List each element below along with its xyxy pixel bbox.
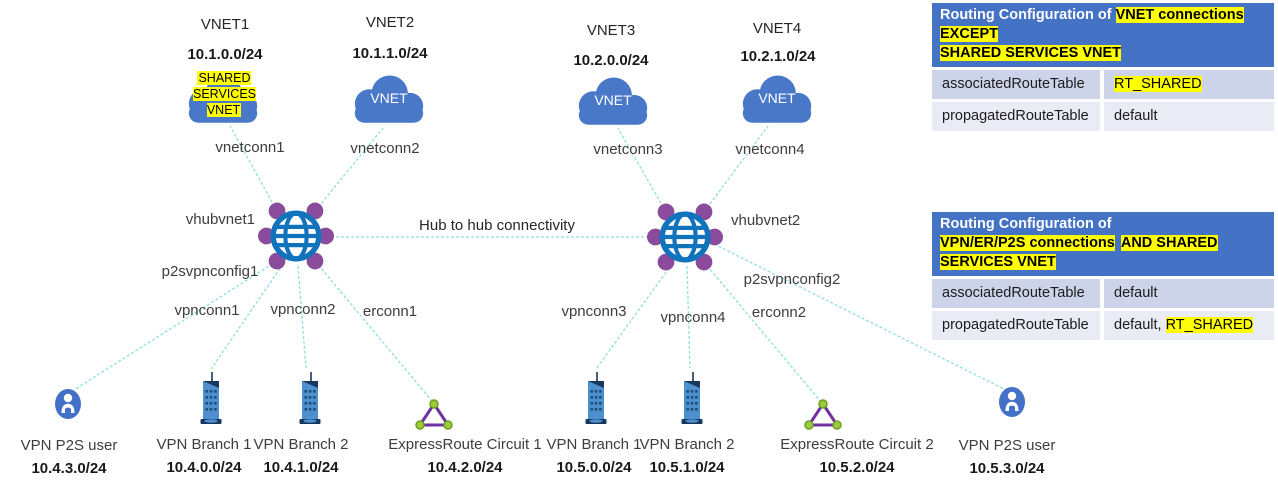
hub1-p2s-config-label: p2svpnconfig1 bbox=[161, 263, 259, 280]
hub1-vpnconn1-label: vpnconn1 bbox=[174, 302, 240, 319]
table-row: propagatedRouteTable default bbox=[932, 102, 1274, 131]
cell-value: default bbox=[1104, 279, 1274, 308]
vnet3-conn-label: vnetconn3 bbox=[593, 141, 663, 158]
cell-key: associatedRouteTable bbox=[932, 70, 1100, 99]
routing-table-header: Routing Configuration of VNET connection… bbox=[932, 3, 1274, 67]
endpoint-subnet: 10.4.3.0/24 bbox=[31, 460, 107, 477]
expressroute-circuit-icon bbox=[415, 399, 453, 431]
hub2-label: vhubvnet2 bbox=[731, 212, 801, 229]
vpn-branch-icon bbox=[677, 369, 707, 429]
hub2-vpnconn3-label: vpnconn3 bbox=[561, 303, 627, 320]
endpoint-label: VPN Branch 2 bbox=[253, 436, 349, 453]
vnet1-title: VNET1 bbox=[200, 16, 250, 33]
table-row: associatedRouteTable RT_SHARED bbox=[932, 70, 1274, 99]
table-row: propagatedRouteTable default, RT_SHARED bbox=[932, 311, 1274, 340]
cell-value: default bbox=[1104, 102, 1274, 131]
endpoint-subnet: 10.5.0.0/24 bbox=[556, 459, 632, 476]
endpoint-label: VPN P2S user bbox=[20, 437, 118, 454]
endpoint-subnet: 10.4.2.0/24 bbox=[427, 459, 503, 476]
vnet4-conn-label: vnetconn4 bbox=[735, 141, 805, 158]
vnet2-title: VNET2 bbox=[365, 14, 415, 31]
vnet3-cloud-icon: VNET bbox=[573, 72, 653, 128]
vpn-branch-icon bbox=[581, 369, 611, 429]
vnet2-cloud-text: VNET bbox=[370, 90, 408, 106]
endpoint-label: ExpressRoute Circuit 2 bbox=[780, 436, 934, 453]
endpoint-subnet: 10.5.3.0/24 bbox=[969, 460, 1045, 477]
endpoint-subnet: 10.5.1.0/24 bbox=[649, 459, 725, 476]
vnet4-subnet: 10.2.1.0/24 bbox=[740, 48, 816, 65]
shared-services-vnet-label: SHARED SERVICES VNET bbox=[193, 71, 256, 117]
vnet1-subnet: 10.1.0.0/24 bbox=[187, 46, 263, 63]
endpoint-subnet: 10.4.1.0/24 bbox=[263, 459, 339, 476]
vnet3-title: VNET3 bbox=[586, 22, 636, 39]
vnet4-title: VNET4 bbox=[752, 20, 802, 37]
hub1-erconn-label: erconn1 bbox=[362, 303, 418, 320]
vnet2-cloud-icon: VNET bbox=[349, 70, 429, 126]
vpn-p2s-user-icon bbox=[998, 386, 1026, 418]
hub1-label: vhubvnet1 bbox=[185, 211, 255, 228]
endpoint-label: VPN Branch 1 bbox=[546, 436, 642, 453]
hub2-erconn-label: erconn2 bbox=[751, 304, 807, 321]
table-title-highlight: VPN/ER/P2S connections bbox=[940, 235, 1115, 251]
cell-key: associatedRouteTable bbox=[932, 279, 1100, 308]
value-highlight: RT_SHARED bbox=[1165, 317, 1254, 333]
vnet3-cloud-text: VNET bbox=[594, 92, 632, 108]
vpn-p2s-user-icon bbox=[54, 388, 82, 420]
vnet2-subnet: 10.1.1.0/24 bbox=[352, 45, 428, 62]
hub1-vpnconn2-label: vpnconn2 bbox=[270, 301, 336, 318]
cell-key: propagatedRouteTable bbox=[932, 102, 1100, 131]
endpoint-label: VPN Branch 1 bbox=[156, 436, 252, 453]
endpoint-label: VPN P2S user bbox=[958, 437, 1056, 454]
vnet2-conn-label: vnetconn2 bbox=[350, 140, 420, 157]
vnet4-cloud-text: VNET bbox=[758, 90, 796, 106]
hub2-vpnconn4-label: vpnconn4 bbox=[660, 309, 726, 326]
cell-value: RT_SHARED bbox=[1104, 70, 1274, 99]
endpoint-subnet: 10.5.2.0/24 bbox=[819, 459, 895, 476]
vpn-branch-icon bbox=[295, 369, 325, 429]
endpoint-subnet: 10.4.0.0/24 bbox=[166, 459, 242, 476]
hub2-p2s-config-label: p2svpnconfig2 bbox=[743, 271, 841, 288]
endpoint-label: ExpressRoute Circuit 1 bbox=[388, 436, 542, 453]
vpn-branch-icon bbox=[196, 369, 226, 429]
routing-table-header: Routing Configuration of VPN/ER/P2S conn… bbox=[932, 212, 1274, 276]
table-title-highlight: SHARED SERVICES VNET bbox=[940, 45, 1122, 61]
virtual-hub1-icon bbox=[258, 198, 334, 274]
routing-table-vnet-connections: Routing Configuration of VNET connection… bbox=[932, 3, 1274, 134]
table-title-plain: Routing Configuration of bbox=[940, 7, 1112, 23]
vnet4-cloud-icon: VNET bbox=[737, 70, 817, 126]
cell-value: default, RT_SHARED bbox=[1104, 311, 1274, 340]
endpoint-label: VPN Branch 2 bbox=[639, 436, 735, 453]
table-title-plain: Routing Configuration of bbox=[940, 216, 1112, 232]
vnet1-conn-label: vnetconn1 bbox=[215, 139, 285, 156]
expressroute-circuit-icon bbox=[804, 399, 842, 431]
virtual-hub2-icon bbox=[647, 199, 723, 275]
routing-table-branch-connections: Routing Configuration of VPN/ER/P2S conn… bbox=[932, 212, 1274, 343]
table-row: associatedRouteTable default bbox=[932, 279, 1274, 308]
vnet1-cloud-icon: SHARED SERVICES VNET bbox=[183, 70, 263, 126]
hub-to-hub-label: Hub to hub connectivity bbox=[419, 217, 575, 234]
vnet3-subnet: 10.2.0.0/24 bbox=[573, 52, 649, 69]
value-highlight: RT_SHARED bbox=[1114, 76, 1202, 92]
cell-key: propagatedRouteTable bbox=[932, 311, 1100, 340]
